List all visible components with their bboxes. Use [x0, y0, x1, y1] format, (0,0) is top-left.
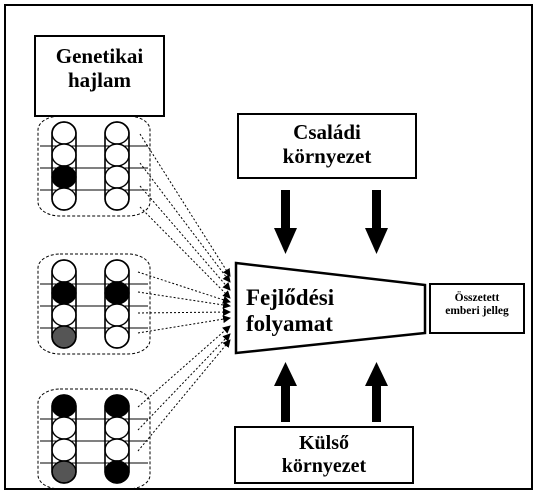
- genetic-arrow: [137, 308, 231, 317]
- genetic-arrow: [137, 333, 231, 431]
- genetic-arrow: [137, 325, 231, 408]
- chromosome-group-envelope: [37, 115, 151, 217]
- output-label-line2: emberi jelleg: [445, 305, 509, 318]
- family-environment-label: Családi környezet: [238, 120, 416, 168]
- external-environment-box: [234, 426, 414, 484]
- chromosome-segment: [104, 281, 130, 305]
- external-arrow-right-head: [365, 362, 388, 386]
- chromosome-segment: [51, 416, 77, 440]
- family-arrow-right-head: [365, 228, 388, 254]
- genetic-arrow: [137, 339, 231, 452]
- genetic-disposition-label: Genetikai hajlam: [35, 44, 164, 92]
- chromosome-segment: [104, 303, 130, 327]
- genetic-arrow: [137, 271, 231, 304]
- chromosome-segment: [51, 143, 77, 167]
- chromosome-segment: [51, 165, 77, 189]
- chromosome-group-envelope: [37, 253, 151, 355]
- chromosome-segment: [104, 165, 130, 189]
- chromosome-right: [104, 259, 130, 349]
- chromosome-outline: [104, 394, 130, 484]
- output-trait-box: [429, 283, 525, 334]
- chromosome-group-envelope: [37, 388, 151, 490]
- genetic-arrow: [139, 133, 231, 277]
- chromosome-right: [104, 121, 130, 211]
- family-label-line1: Családi: [293, 120, 361, 144]
- external-arrow-left-shaft: [281, 384, 290, 422]
- external-environment-label: Külső környezet: [235, 432, 413, 478]
- process-label-line1: Fejlődési: [246, 285, 335, 310]
- external-label-line2: környezet: [281, 455, 367, 477]
- genetic-arrow: [139, 206, 231, 299]
- external-arrows: [274, 362, 388, 422]
- chromosome-segment: [104, 416, 130, 440]
- genetic-label-line2: hajlam: [68, 68, 131, 93]
- family-label-line2: környezet: [282, 144, 372, 169]
- chromosome-segment: [51, 303, 77, 327]
- external-label-line1: Külső: [298, 432, 350, 454]
- genetic-arrow: [137, 291, 231, 309]
- development-process-trapezoid: [234, 261, 427, 355]
- genetic-arrow: [139, 185, 231, 291]
- chromosome-group: [37, 388, 151, 490]
- chromosome-segment: [51, 438, 77, 462]
- genetic-arrow: [139, 162, 231, 283]
- development-process-label: Fejlődési folyamat: [246, 285, 396, 338]
- chromosome-segment: [104, 438, 130, 462]
- chromosome-outline: [51, 121, 77, 211]
- output-trait-label: Összetett emberi jelleg: [430, 292, 524, 318]
- output-label-line1: Összetett: [454, 292, 500, 304]
- chromosome-segment: [51, 281, 77, 305]
- family-arrows: [274, 190, 388, 254]
- chromosome-right: [104, 394, 130, 484]
- external-arrow-right-shaft: [372, 384, 381, 422]
- genetic-arrows: [137, 133, 231, 452]
- chromosome-outline: [104, 121, 130, 211]
- chromosome-outline: [51, 394, 77, 484]
- chromosome-group: [37, 115, 151, 217]
- external-arrow-left-head: [274, 362, 297, 386]
- family-arrow-left-shaft: [281, 190, 290, 230]
- chromosome-left: [51, 259, 77, 349]
- chromosome-left: [51, 394, 77, 484]
- chromosome-group: [37, 253, 151, 355]
- chromosome-outline: [51, 259, 77, 349]
- chromosome-segment: [104, 143, 130, 167]
- family-arrow-right-shaft: [372, 190, 381, 230]
- genetic-arrow: [137, 315, 231, 334]
- process-label-line2: folyamat: [246, 311, 333, 337]
- family-arrow-left-head: [274, 228, 297, 254]
- chromosome-left: [51, 121, 77, 211]
- genetic-disposition-box: [34, 35, 165, 117]
- genetic-label-line1: Genetikai: [55, 44, 144, 68]
- family-environment-box: [237, 113, 417, 179]
- chromosome-groups: [37, 115, 151, 490]
- chromosome-outline: [104, 259, 130, 349]
